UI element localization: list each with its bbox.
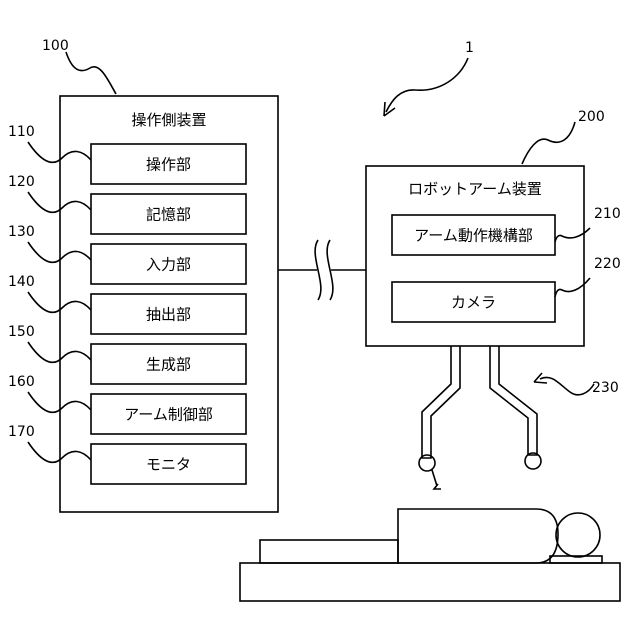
module-label-generation-unit: 生成部 bbox=[146, 356, 191, 374]
module-label-arm-control-unit: アーム制御部 bbox=[124, 406, 213, 424]
robot-arm-left bbox=[422, 346, 460, 458]
operation-device-ref-label: 100 bbox=[42, 38, 69, 54]
module-label-monitor: モニタ bbox=[146, 456, 191, 474]
module-label-operation-unit: 操作部 bbox=[146, 156, 191, 174]
system-ref-label: 1 bbox=[465, 40, 474, 56]
robot-arm-device-ref-label: 200 bbox=[578, 109, 605, 125]
robot-arm-device-title: ロボットアーム装置 bbox=[408, 180, 542, 198]
module-ref-120: 120 bbox=[8, 174, 35, 190]
operation-device-leader bbox=[66, 52, 116, 94]
module-ref-130: 130 bbox=[8, 224, 35, 240]
surgical-tool-tip bbox=[432, 470, 441, 489]
arm-group-ref-label: 230 bbox=[592, 380, 619, 396]
operation-device-title: 操作側装置 bbox=[131, 111, 206, 129]
module-ref-140: 140 bbox=[8, 274, 35, 290]
module-label-arm-mechanism: アーム動作機構部 bbox=[414, 227, 533, 245]
module-ref-150: 150 bbox=[8, 324, 35, 340]
system-leader-line bbox=[386, 58, 468, 112]
module-label-camera: カメラ bbox=[451, 294, 496, 312]
patient-head bbox=[556, 513, 600, 557]
module-ref-170: 170 bbox=[8, 424, 35, 440]
arm-group-leader bbox=[540, 377, 594, 394]
module-ref-160: 160 bbox=[8, 374, 35, 390]
system-leader-arrowhead bbox=[384, 102, 395, 116]
module-label-extraction-unit: 抽出部 bbox=[146, 306, 191, 324]
robot-arm-right bbox=[490, 346, 537, 455]
patient-torso bbox=[398, 509, 558, 563]
module-label-input-unit: 入力部 bbox=[146, 256, 191, 274]
robot-arm-device-leader bbox=[522, 122, 575, 164]
module-ref-220: 220 bbox=[594, 256, 621, 272]
patient-legs bbox=[260, 540, 398, 563]
module-label-storage-unit: 記憶部 bbox=[146, 206, 191, 224]
module-ref-110: 110 bbox=[8, 124, 35, 140]
bed bbox=[240, 563, 620, 601]
module-ref-210: 210 bbox=[594, 206, 621, 222]
